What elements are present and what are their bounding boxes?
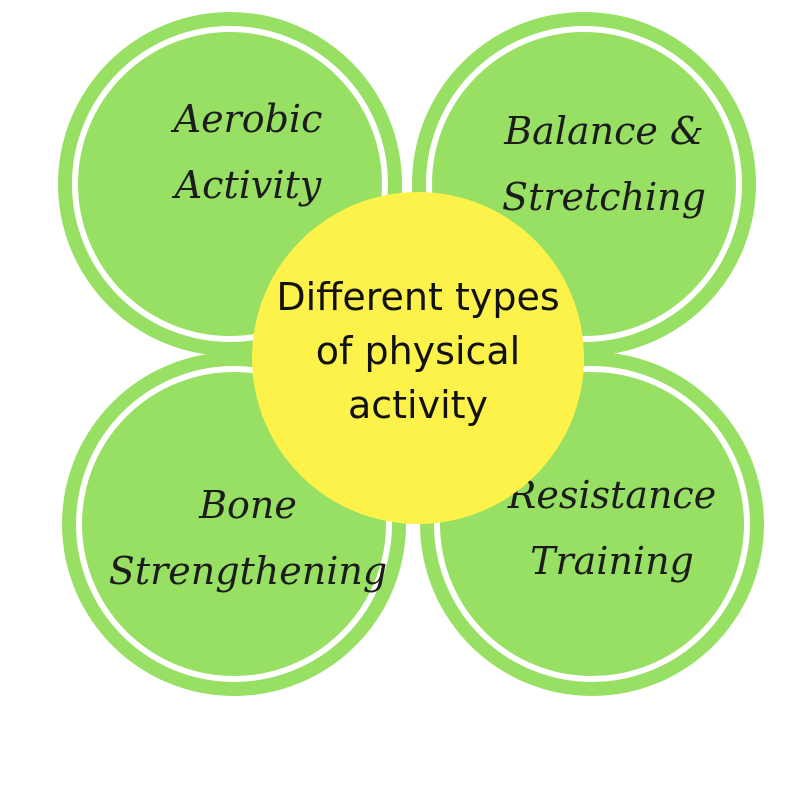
petal-bone-strengthening xyxy=(62,352,406,696)
label-balance-stretching: Balance & Stretching xyxy=(404,98,800,230)
label-line: Activity xyxy=(174,163,322,207)
label-bone-strengthening: Bone Strengthening xyxy=(48,472,448,604)
label-line: Strengthening xyxy=(108,549,388,593)
center-circle xyxy=(252,192,584,524)
petal-resistance-training xyxy=(420,352,764,696)
label-resistance-training: Resistance Training xyxy=(412,462,800,594)
center-title-line: activity xyxy=(347,383,489,427)
label-aerobic-activity: Aerobic Activity xyxy=(0,86,496,218)
center-title-line: Different types xyxy=(276,275,560,319)
label-line: Aerobic xyxy=(173,97,323,141)
petal-aerobic-activity xyxy=(58,12,402,356)
label-line: Resistance xyxy=(507,473,717,517)
center-title-line: of physical xyxy=(315,329,521,373)
center-title: Different types of physical activity xyxy=(252,270,584,432)
label-line: Stretching xyxy=(502,175,706,219)
label-line: Bone xyxy=(199,483,297,527)
label-line: Training xyxy=(530,539,694,583)
label-line: Balance & xyxy=(504,109,704,153)
